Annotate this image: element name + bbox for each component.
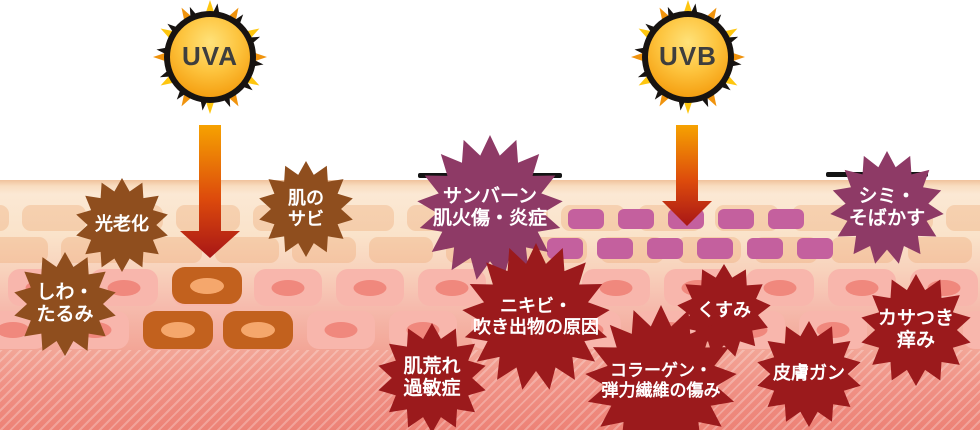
skin-cell-damaged-surface [718,209,754,229]
skin-cell [369,237,433,263]
burst-collagen-damage-label: コラーゲン・ 弾力繊維の傷み [601,360,721,400]
burst-rough-skin: 肌荒れ 過敏症 [377,323,487,430]
skin-cell-damaged-surface [768,209,804,229]
uvb-sun: UVB [628,0,748,120]
burst-dryness-itching: カサつき 痒み [860,274,972,386]
uvb-sun-label: UVB [659,41,717,71]
cell-nucleus [161,322,195,338]
cell-nucleus [353,279,387,296]
burst-skin-rust-label: 肌の サビ [288,187,324,229]
burst-skin-cancer-label: 皮膚ガン [773,363,845,384]
cell-nucleus [845,279,879,296]
burst-dryness-itching-label: カサつき 痒み [877,307,954,351]
skin-cell-damaged-surface [618,209,654,229]
cell-nucleus [599,279,633,296]
burst-wrinkles-sagging-label: しわ・ たるみ [36,281,94,325]
skin-cell [176,205,240,231]
skin-cell-damaged-surface [647,238,683,259]
burst-sunburn-label: サンバーン 肌火傷・炎症 [432,185,547,229]
skin-cell [22,205,86,231]
skin-cell-damaged-surface [747,238,783,259]
burst-photoaging-label: 光老化 [95,214,149,235]
burst-photoaging: 光老化 [75,178,169,272]
skin-cell-damaged-deep [172,267,242,304]
burst-skin-cancer: 皮膚ガン [756,321,862,427]
skin-cell-damaged-surface [797,238,833,259]
uva-sun-label: UVA [182,41,238,71]
skin-cell-damaged-surface [597,238,633,259]
burst-spots-freckles-label: シミ・ そばかす [848,185,926,229]
burst-skin-rust: 肌の サビ [258,161,354,257]
skin-cell-damaged-surface [568,209,604,229]
burst-collagen-damage: コラーゲン・ 弾力繊維の傷み [585,305,737,430]
skin-cell [0,205,9,231]
skin-cell [336,269,404,306]
skin-cell-damaged-surface [697,238,733,259]
cell-nucleus [107,279,141,296]
burst-wrinkles-sagging: しわ・ たるみ [13,252,117,356]
burst-dullness-label: くすみ [697,300,751,321]
burst-rough-skin-label: 肌荒れ 過敏症 [403,355,461,399]
cell-nucleus [0,322,30,338]
skin-cell-damaged-deep [223,311,293,349]
sun-icon [153,0,267,114]
cell-nucleus [190,277,224,294]
skin-cell-damaged-surface [547,238,583,259]
burst-acne-breakouts: ニキビ・ 吹き出物の原因 [462,243,610,391]
skin-cell [307,311,375,349]
burst-spots-freckles: シミ・ そばかす [830,151,944,265]
cell-nucleus [241,322,275,338]
skin-cell [0,237,48,263]
burst-acne-label: ニキビ・ 吹き出物の原因 [473,295,599,337]
skin-cell [254,269,322,306]
skin-cell-damaged-surface [668,209,704,229]
skin-cell [946,205,980,231]
sun-icon [631,0,745,114]
cell-nucleus [435,279,469,296]
uva-sun: UVA [150,0,270,120]
cell-nucleus [324,322,358,338]
cell-nucleus [271,279,305,296]
cell-nucleus [763,279,797,296]
skin-cell-damaged-deep [143,311,213,349]
starburst-shape [585,305,737,430]
